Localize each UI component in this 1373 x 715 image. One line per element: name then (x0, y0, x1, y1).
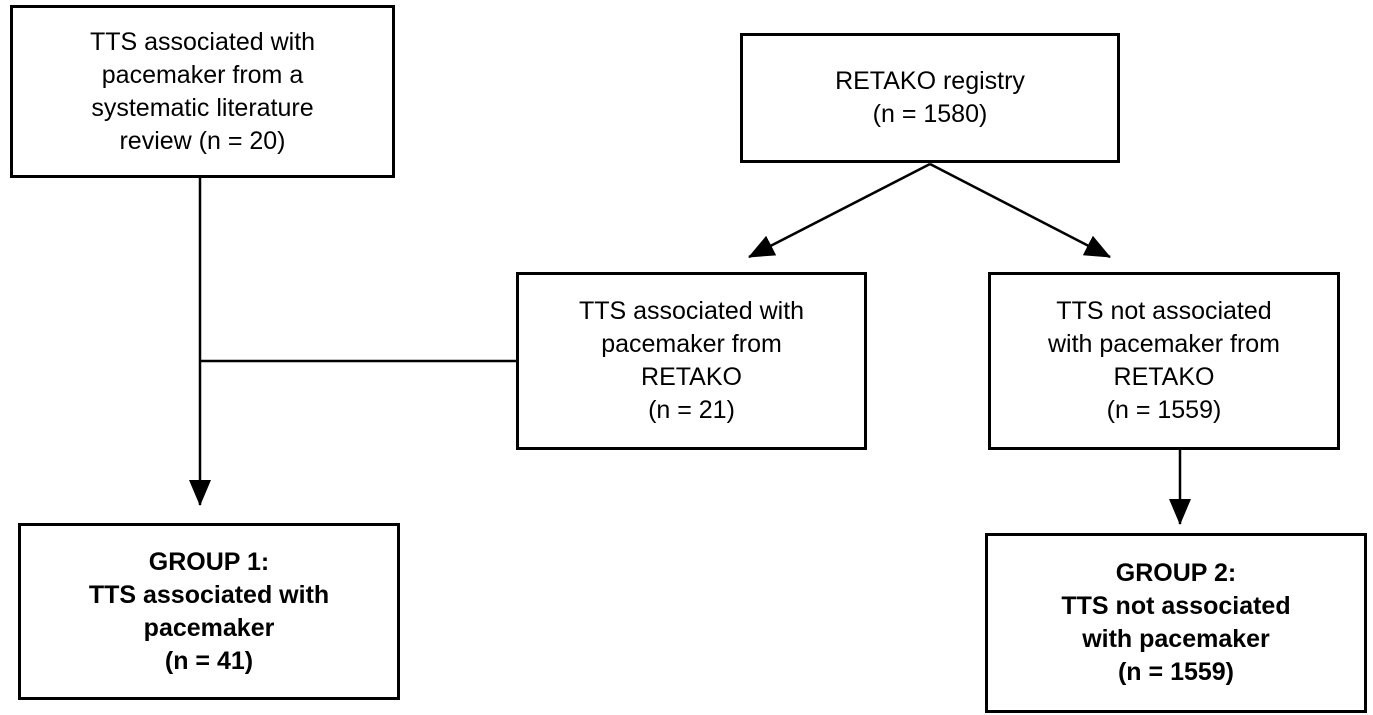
node-line: RETAKO (641, 363, 742, 391)
node-line: GROUP 1: (148, 547, 270, 576)
node-line: pacemaker (143, 613, 275, 642)
node-line: GROUP 2: (1115, 559, 1237, 587)
node-line: RETAKO (1113, 363, 1215, 391)
node-retako-registry: RETAKO registry (n = 1580) (740, 33, 1120, 163)
node-literature-review: TTS associated with pacemaker from a sys… (10, 5, 395, 178)
node-line: (n = 1559) (1117, 658, 1235, 686)
node-line: TTS associated with (578, 297, 805, 325)
edge-retako-to-pacemaker (748, 162, 931, 259)
node-line: with pacemaker from (1047, 330, 1281, 358)
node-group2: GROUP 2: TTS not associated with pacemak… (985, 533, 1367, 713)
edge-retako-to-not-pacemaker (929, 162, 1111, 259)
node-tts-not-pacemaker-retako: TTS not associated with pacemaker from R… (988, 272, 1340, 450)
node-line: review (n = 20) (119, 126, 286, 155)
node-tts-pacemaker-retako: TTS associated with pacemaker from RETAK… (516, 272, 867, 450)
node-line: RETAKO registry (835, 67, 1025, 95)
node-line: (n = 1580) (872, 100, 988, 128)
node-line: (n = 21) (648, 396, 735, 424)
node-line: TTS associated with (88, 580, 330, 609)
node-line: TTS not associated (1061, 592, 1291, 620)
node-line: (n = 1559) (1106, 396, 1222, 424)
node-line: TTS not associated (1056, 297, 1272, 325)
node-line: with pacemaker (1082, 625, 1270, 653)
node-line: (n = 41) (164, 646, 254, 675)
node-line: systematic literature (91, 93, 314, 122)
node-line: pacemaker from a (101, 60, 304, 89)
node-line: pacemaker from (601, 330, 782, 358)
node-line: TTS associated with (89, 27, 316, 56)
node-group1: GROUP 1: TTS associated with pacemaker (… (18, 523, 400, 700)
